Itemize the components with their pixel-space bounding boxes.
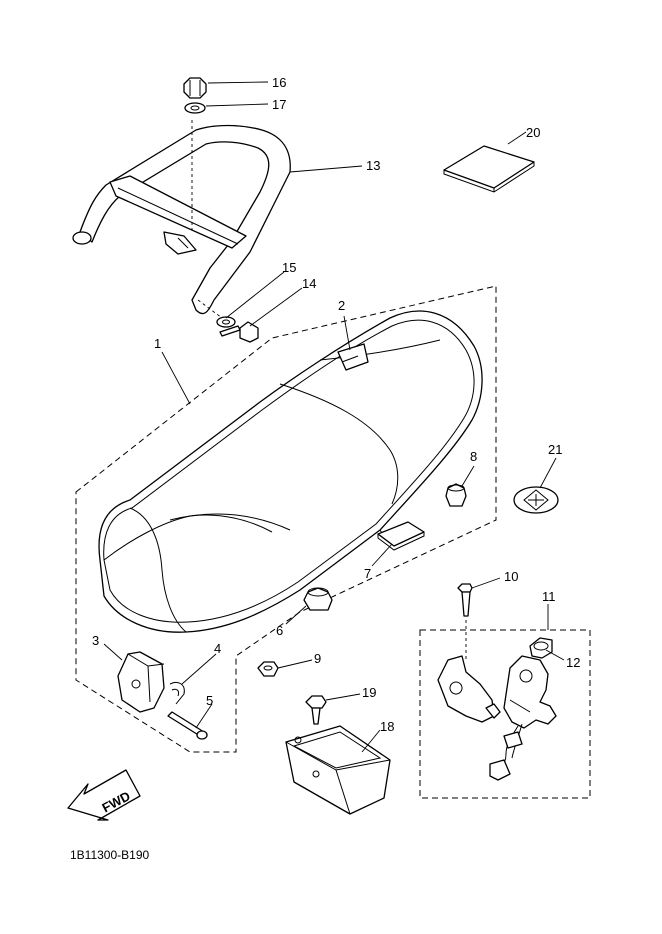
callout-3: 3 [92,633,99,648]
callout-9: 9 [314,651,321,666]
switch-cap-part [529,637,553,659]
callout-14: 14 [302,276,316,291]
callout-17: 17 [272,97,286,112]
damper-lower-part [303,587,333,611]
callout-15: 15 [282,260,296,275]
diagram-code: 1B11300-B190 [70,848,150,862]
bolt-part [219,321,259,343]
callout-2: 2 [338,298,345,313]
callout-21: 21 [548,442,562,457]
box-bolt-part [305,695,327,725]
plate-washer-part [216,316,236,328]
nut-part [183,77,207,99]
callout-10: 10 [504,569,518,584]
callout-5: 5 [206,693,213,708]
main-switch-part [437,655,557,781]
main-switch-group-outline [419,629,591,799]
callout-6: 6 [276,623,283,638]
seat-group-outline [75,285,497,753]
callout-13: 13 [366,158,380,173]
screw-part [457,583,473,660]
callout-19: 19 [362,685,376,700]
callout-12: 12 [566,655,580,670]
seat-label-part [337,343,369,371]
pin-part [167,711,208,740]
hinge-bracket-part [117,651,165,713]
nut-small-part [257,661,279,677]
callout-11: 11 [542,589,556,604]
emblem-part [513,486,559,514]
callout-20: 20 [526,125,540,140]
callout-8: 8 [470,449,477,464]
callout-labels: 16 17 13 20 15 14 1 2 8 21 7 6 3 4 5 9 1… [92,75,580,734]
forward-direction-arrow: FWD [67,769,141,821]
seat-part [98,310,483,633]
tool-box-part [285,725,391,815]
callout-4: 4 [214,641,221,656]
callout-1: 1 [154,336,161,351]
manual-sheet-part [443,145,535,193]
grab-bar-part [72,120,291,319]
clip-part [169,681,185,705]
callout-16: 16 [272,75,286,90]
seat-strap-part [377,521,425,551]
callout-18: 18 [380,719,394,734]
washer-part [184,102,206,114]
callout-7: 7 [364,566,371,581]
damper-upper-part [445,483,467,507]
leader-lines [103,81,565,753]
